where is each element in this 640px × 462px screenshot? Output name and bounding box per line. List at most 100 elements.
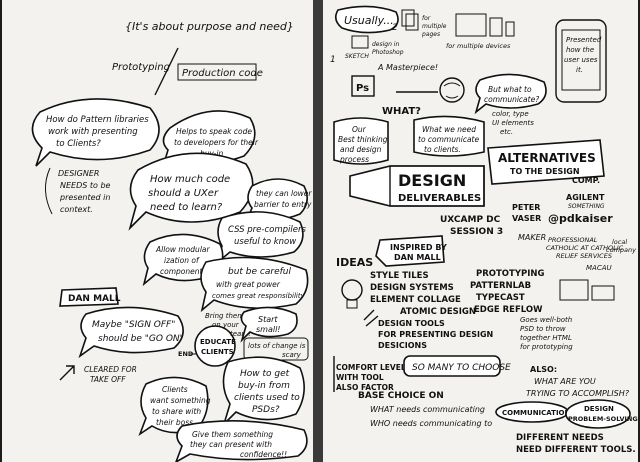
bubble-line: should a UXer bbox=[148, 188, 219, 199]
versus-slash bbox=[154, 47, 179, 96]
note-line: DESIGNER bbox=[58, 169, 99, 178]
best-line: Best thinking bbox=[338, 135, 388, 144]
person-head-icon bbox=[439, 77, 465, 103]
production-label: Production code bbox=[182, 68, 263, 79]
also-line: ALSO: bbox=[530, 365, 557, 374]
dan-mall-label: DAN MALL bbox=[68, 294, 121, 304]
start-line: small! bbox=[256, 325, 281, 334]
comfort-line: WITH TOOL bbox=[336, 373, 384, 382]
local-line: local bbox=[612, 238, 627, 246]
pages-line: multiple bbox=[422, 23, 447, 30]
pages-line: pages bbox=[421, 31, 440, 38]
what-label: WHAT? bbox=[382, 106, 421, 117]
devices-label: for multiple devices bbox=[446, 42, 511, 50]
pages-icon-back bbox=[405, 13, 419, 31]
presented-line: user uses bbox=[564, 56, 598, 64]
also-line: WHAT ARE YOU bbox=[534, 377, 596, 386]
note-line: context. bbox=[60, 205, 93, 214]
reflow-line: Goes well-both bbox=[520, 316, 572, 324]
educate-line: CLIENTS bbox=[201, 348, 234, 356]
need-line: to clients. bbox=[424, 145, 461, 154]
need-line: What we need bbox=[422, 125, 476, 134]
typecast-icon bbox=[559, 279, 589, 301]
person-face-icon bbox=[443, 82, 461, 99]
best-line: process bbox=[339, 155, 369, 164]
bubble-give-them: Give them something they can present wit… bbox=[175, 420, 308, 462]
design-deliverables-banner: DESIGN DELIVERABLES bbox=[349, 165, 485, 207]
maker-label: MAKER bbox=[518, 233, 546, 242]
reflow-line: together HTML bbox=[520, 334, 572, 342]
sketch-label: SKETCH bbox=[345, 53, 369, 60]
educate-clients-circle: EDUCATE CLIENTS Bring them on your team!… bbox=[178, 312, 251, 367]
tag-shape bbox=[59, 287, 119, 307]
session-info: UXCAMP DC SESSION 3 PETER VASER @pdkaise… bbox=[440, 193, 636, 272]
bubble-line: buy-in bbox=[200, 149, 223, 158]
bubble-line: Maybe "SIGN OFF" bbox=[92, 320, 175, 330]
lightbulb-base bbox=[346, 299, 358, 309]
technique-list-right: PROTOTYPING PATTERNLAB TYPECAST EDGE REF… bbox=[470, 269, 615, 351]
communication-label: COMMUNICATION bbox=[502, 409, 571, 417]
step-number: 2 bbox=[392, 23, 398, 33]
catholic-line: CATHOLIC AT CATHOLIC bbox=[546, 244, 624, 252]
bubble-line: components bbox=[160, 267, 206, 276]
local-line: company bbox=[606, 246, 636, 254]
technique-item: FOR PRESENTING DESIGN bbox=[378, 330, 493, 339]
photoshop-icon-group: Ps bbox=[351, 75, 375, 97]
sketch-icon bbox=[351, 35, 369, 49]
bubble-shape bbox=[222, 356, 305, 425]
dan-mall-tag: DAN MALL bbox=[59, 287, 121, 307]
technique-item: DESIGN TOOLS bbox=[378, 319, 445, 328]
catholic-line: PROFESSIONAL bbox=[548, 236, 598, 244]
pages-line: for bbox=[422, 15, 431, 22]
bubble-pattern-libraries: How do Pattern libraries work with prese… bbox=[31, 98, 160, 167]
change-line: lots of change is bbox=[248, 342, 306, 350]
bubble-line: but be careful bbox=[228, 267, 291, 277]
bubble-line: work with presenting bbox=[48, 127, 138, 137]
design-title: DESIGN bbox=[398, 171, 466, 190]
alternatives-sub: TO THE DESIGN bbox=[510, 167, 580, 176]
bubble-line: Clients bbox=[162, 385, 188, 394]
educate-circle-shape bbox=[194, 325, 236, 367]
bring-line: team! bbox=[230, 330, 251, 338]
speaker-line: VASER bbox=[512, 214, 541, 223]
educate-line: EDUCATE bbox=[200, 338, 236, 346]
bubble-line: PSDs? bbox=[252, 405, 280, 415]
bubble-line: want something bbox=[150, 396, 211, 405]
bubble-line: communicate? bbox=[484, 95, 539, 104]
phone-icon bbox=[505, 21, 515, 37]
bubble-line: Give them something bbox=[192, 430, 273, 439]
monitor-icon bbox=[455, 13, 487, 37]
pencil-icon bbox=[363, 309, 379, 327]
note-line: presented in bbox=[59, 193, 110, 202]
cleared-line: CLEARED FOR bbox=[84, 365, 137, 374]
so-many-box bbox=[403, 355, 501, 377]
presented-line: Presented bbox=[566, 36, 602, 44]
reflow-line: PSD to throw bbox=[520, 325, 566, 333]
different-line: NEED DIFFERENT TOOLS. bbox=[516, 445, 636, 455]
ps-label: Ps bbox=[356, 83, 369, 94]
bubble-line: to developers for their bbox=[174, 138, 259, 147]
need-line: to communicate bbox=[418, 135, 479, 144]
comfort-line: ALSO FACTOR bbox=[336, 383, 394, 392]
production-box bbox=[177, 63, 257, 81]
masterpiece-label: A Masterpiece! bbox=[377, 63, 438, 72]
bubble-shape bbox=[128, 152, 254, 231]
bubble-line: How do Pattern libraries bbox=[46, 115, 149, 125]
macau-label: MACAU bbox=[586, 264, 612, 272]
also-line: TRYING TO ACCOMPLISH? bbox=[526, 389, 630, 398]
cleared-line: TAKE OFF bbox=[90, 375, 126, 384]
start-small: Start small! lots of change is scary bbox=[240, 306, 309, 361]
also-block: ALSO: WHAT ARE YOU TRYING TO ACCOMPLISH?… bbox=[495, 365, 638, 455]
speaker-line: PETER bbox=[512, 203, 540, 212]
bring-line: Bring them bbox=[205, 312, 244, 320]
bubble-shape bbox=[78, 306, 184, 359]
book-gutter bbox=[313, 0, 323, 462]
bubble-clients-share: Clients want something to share with the… bbox=[138, 376, 211, 437]
usually-heading: Usually... bbox=[334, 5, 399, 34]
alternatives-banner: ALTERNATIVES TO THE DESIGN COMP. bbox=[487, 139, 605, 185]
bubble-line: confidence!! bbox=[240, 450, 287, 459]
note-line: NEEDS to be bbox=[60, 181, 111, 190]
bubble-be-careful: but be careful with great power comes gr… bbox=[200, 256, 309, 313]
uxcamp-line: UXCAMP DC bbox=[440, 215, 501, 225]
